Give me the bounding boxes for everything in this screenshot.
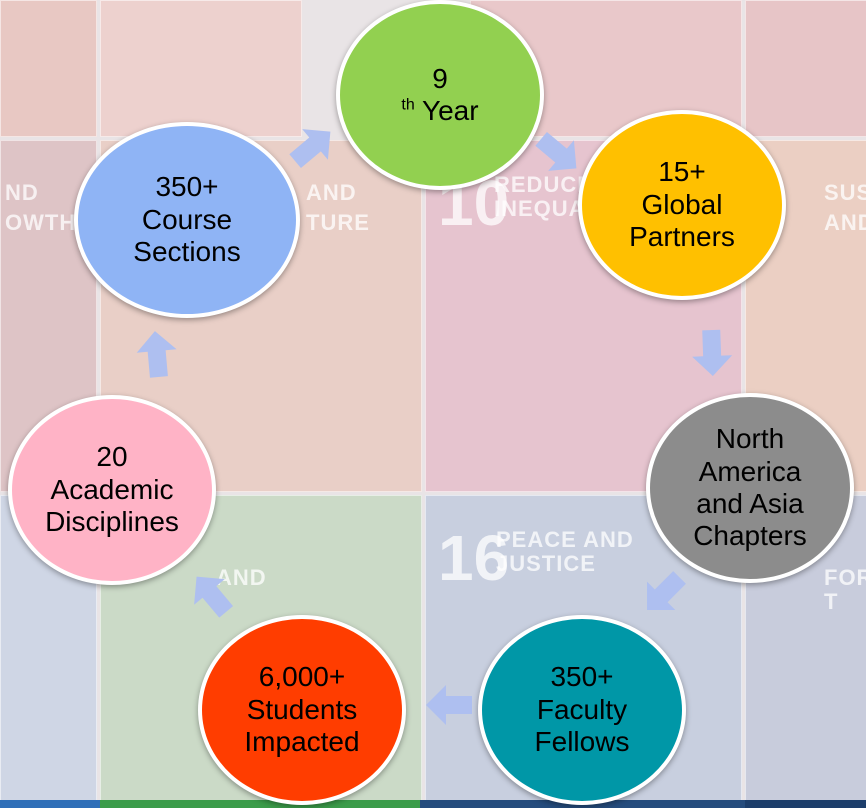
- arrow-sections-to-year: [289, 129, 331, 169]
- node-global-partners: 15+ Global Partners: [578, 110, 786, 300]
- bg-fragment-and: AND: [306, 180, 357, 205]
- arrow-disciplines-to-sections: [136, 331, 177, 378]
- bg-tile-number-16: 16: [438, 522, 510, 594]
- arrow-faculty-to-students: [426, 685, 472, 725]
- arrow-chapters-to-faculty: [647, 571, 686, 610]
- node-chapters: North America and Asia Chapters: [646, 393, 854, 583]
- bg-fragment-and-2: AND: [824, 210, 866, 235]
- bg-fragment-for-t: FOR T: [824, 565, 866, 615]
- node-students-impacted: 6,000+ Students Impacted: [198, 615, 406, 805]
- node-faculty-fellows: 350+ Faculty Fellows: [478, 615, 686, 805]
- bg-fragment-and-3: AND: [216, 565, 267, 590]
- bg-fragment-nd: ND: [5, 180, 39, 205]
- node-academic-disciplines: 20 Academic Disciplines: [8, 395, 216, 585]
- ordinal-suffix: th: [401, 96, 415, 114]
- bg-tile-caption-16: PEACE AND JUSTICE: [496, 527, 634, 577]
- tile-top-2: [100, 0, 302, 137]
- bottom-strip: [0, 800, 866, 808]
- arrow-year-to-partners: [535, 131, 577, 171]
- arrow-partners-to-chapters: [692, 329, 733, 376]
- node-global-partners-label: 15+ Global Partners: [629, 156, 735, 253]
- node-students-impacted-label: 6,000+ Students Impacted: [244, 661, 360, 758]
- tile-top-right: [745, 0, 866, 137]
- bg-fragment-sust: SUST: [824, 180, 866, 205]
- node-course-sections-label: 350+ Course Sections: [133, 171, 241, 268]
- node-faculty-fellows-label: 350+ Faculty Fellows: [534, 661, 630, 758]
- bg-fragment-owth: OWTH: [5, 210, 77, 235]
- node-chapters-label: North America and Asia Chapters: [693, 423, 807, 552]
- tile-top-left: [0, 0, 97, 137]
- node-academic-disciplines-label: 20 Academic Disciplines: [45, 441, 179, 538]
- node-course-sections: 350+ Course Sections: [74, 122, 300, 318]
- arrow-students-to-disciplines: [194, 576, 234, 618]
- bg-fragment-ture: TURE: [306, 210, 370, 235]
